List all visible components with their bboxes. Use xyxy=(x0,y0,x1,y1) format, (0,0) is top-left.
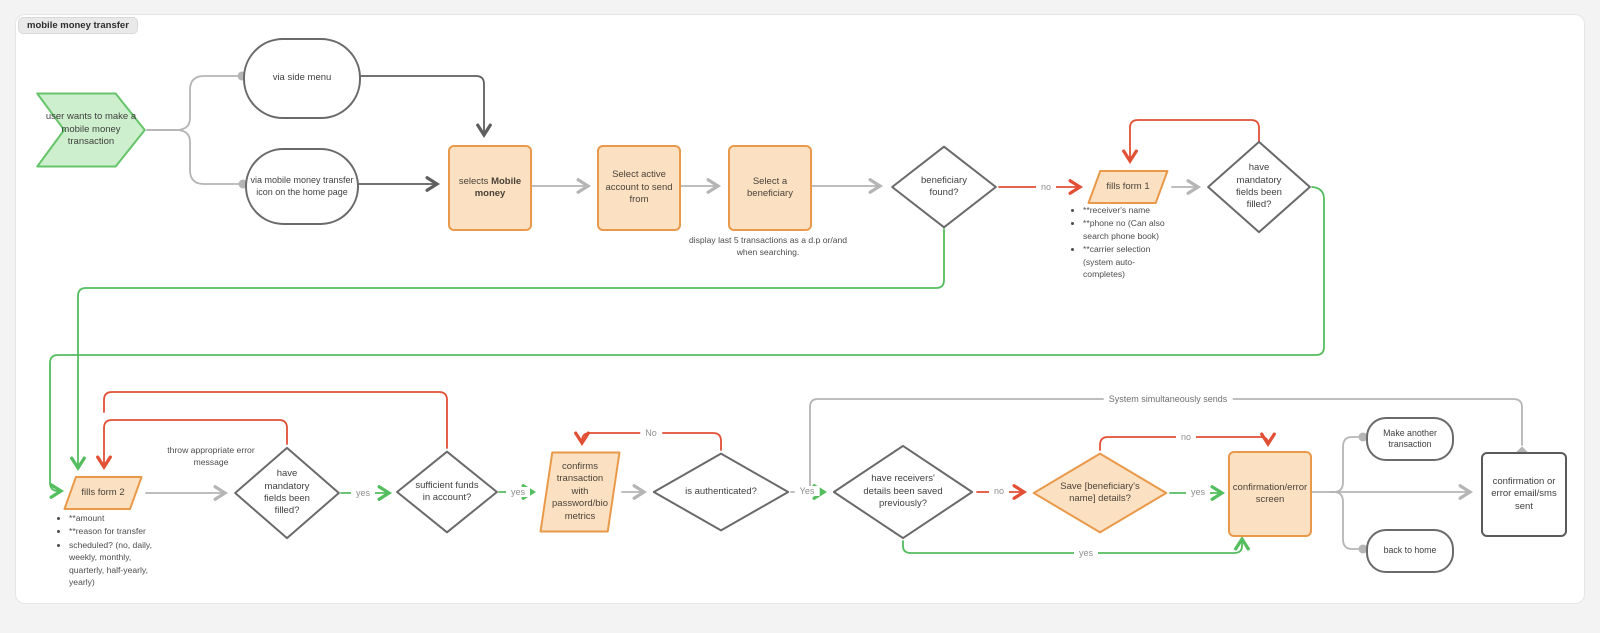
node-fills-form-2[interactable]: fills form 2 xyxy=(62,476,144,510)
note-throw-error-message: throw appropriate error message xyxy=(167,445,255,468)
node-label: Select a beneficiary xyxy=(747,175,793,199)
node-label: via mobile money transfer icon on the ho… xyxy=(250,174,354,197)
node-label: confirmation or error email/sms sent xyxy=(1491,475,1557,512)
edge-label-yes-funds: yes xyxy=(505,487,531,497)
node-back-to-home[interactable]: back to home xyxy=(1366,529,1454,573)
edge-label-no-beneficiary: no xyxy=(1035,182,1057,192)
node-label: have mandatory fields been filled? xyxy=(1236,162,1282,211)
edge-label-yes-saved-bottom: yes xyxy=(1073,548,1099,558)
parallelogram-shape xyxy=(62,476,144,510)
list-item: **amount xyxy=(69,512,159,524)
list-item: scheduled? (no, daily, weekly, monthly, … xyxy=(69,539,159,589)
list-item: **receiver's name xyxy=(1083,204,1167,216)
diagram-title-badge[interactable]: mobile money transfer xyxy=(18,17,138,34)
node-label: user wants to make a mobile money transa… xyxy=(45,111,137,148)
edge-label-yes-authenticated: Yes xyxy=(794,486,820,496)
node-label: have receivers' details been saved previ… xyxy=(863,473,943,510)
decision-mandatory-fields-1[interactable]: have mandatory fields been filled? xyxy=(1206,140,1312,234)
edge-label-no-authenticated: No xyxy=(640,428,662,438)
diamond-shape xyxy=(233,446,341,540)
parallelogram-shape xyxy=(1086,170,1170,204)
node-via-home-icon[interactable]: via mobile money transfer icon on the ho… xyxy=(245,148,359,225)
diamond-shape xyxy=(831,444,975,540)
node-selects-mobile-money[interactable]: selects Mobile money xyxy=(448,145,532,231)
node-label: confirmation/error screen xyxy=(1232,481,1308,505)
node-confirmation-error-screen[interactable]: confirmation/error screen xyxy=(1228,451,1312,537)
node-label: Make another transaction xyxy=(1383,427,1437,449)
edge-label-system-sends: System simultaneously sends xyxy=(1103,394,1233,404)
decision-receivers-saved[interactable]: have receivers' details been saved previ… xyxy=(831,444,975,540)
node-select-active-account[interactable]: Select active account to send from xyxy=(597,145,681,231)
note-display-last-transactions: display last 5 transactions as a d.p or/… xyxy=(688,235,848,258)
diamond-shape xyxy=(890,145,998,229)
node-label: confirms transaction with password/biome… xyxy=(552,461,608,522)
decision-is-authenticated[interactable]: is authenticated? xyxy=(651,452,791,532)
list-item: **reason for transfer xyxy=(69,525,159,537)
decision-beneficiary-found[interactable]: beneficiary found? xyxy=(890,145,998,229)
node-fills-form-1[interactable]: fills form 1 xyxy=(1086,170,1170,204)
node-label: via side menu xyxy=(272,72,332,84)
node-label: fills form 2 xyxy=(81,486,125,498)
edge-label-no-saved: no xyxy=(988,486,1010,496)
node-label: Save [beneficiary's name] details? xyxy=(1060,480,1140,504)
decision-mandatory-fields-2[interactable]: have mandatory fields been filled? xyxy=(233,446,341,540)
node-label: fills form 1 xyxy=(1106,180,1150,192)
node-email-sms-sent[interactable]: confirmation or error email/sms sent xyxy=(1481,452,1567,537)
node-label: Select active account to send from xyxy=(605,169,673,206)
decision-save-beneficiary-details[interactable]: Save [beneficiary's name] details? xyxy=(1031,452,1169,534)
list-item: **carrier selection (system auto-complet… xyxy=(1083,243,1167,280)
diamond-shape xyxy=(395,450,499,534)
node-select-beneficiary[interactable]: Select a beneficiary xyxy=(728,145,812,231)
list-item: **phone no (Can also search phone book) xyxy=(1083,217,1167,242)
diamond-shape xyxy=(1206,140,1312,234)
node-label: back to home xyxy=(1383,545,1437,556)
edge-label-no-save-details: no xyxy=(1175,432,1197,442)
node-make-another-transaction[interactable]: Make another transaction xyxy=(1366,417,1454,461)
fills-form-1-field-list: **receiver's name **phone no (Can also s… xyxy=(1070,204,1167,282)
node-label: beneficiary found? xyxy=(921,174,967,198)
node-confirms-transaction[interactable]: confirms transaction with password/biome… xyxy=(538,450,622,534)
edge-label-yes-save-details: yes xyxy=(1185,487,1211,497)
node-label: selects Mobile money xyxy=(458,175,522,199)
node-label: is authenticated? xyxy=(685,485,757,497)
decision-sufficient-funds[interactable]: sufficient funds in account? xyxy=(395,450,499,534)
node-label: sufficient funds in account? xyxy=(415,479,479,503)
edge-label-yes-mandatory: yes xyxy=(350,488,376,498)
diamond-shape xyxy=(1031,452,1169,534)
node-label: have mandatory fields been filled? xyxy=(264,468,310,517)
node-start[interactable]: user wants to make a mobile money transa… xyxy=(35,92,147,168)
chevron-shape xyxy=(35,92,147,168)
diamond-shape xyxy=(651,452,791,532)
node-via-side-menu[interactable]: via side menu xyxy=(243,38,361,119)
fills-form-2-field-list: **amount **reason for transfer scheduled… xyxy=(56,512,159,590)
parallelogram-shape xyxy=(538,450,622,534)
